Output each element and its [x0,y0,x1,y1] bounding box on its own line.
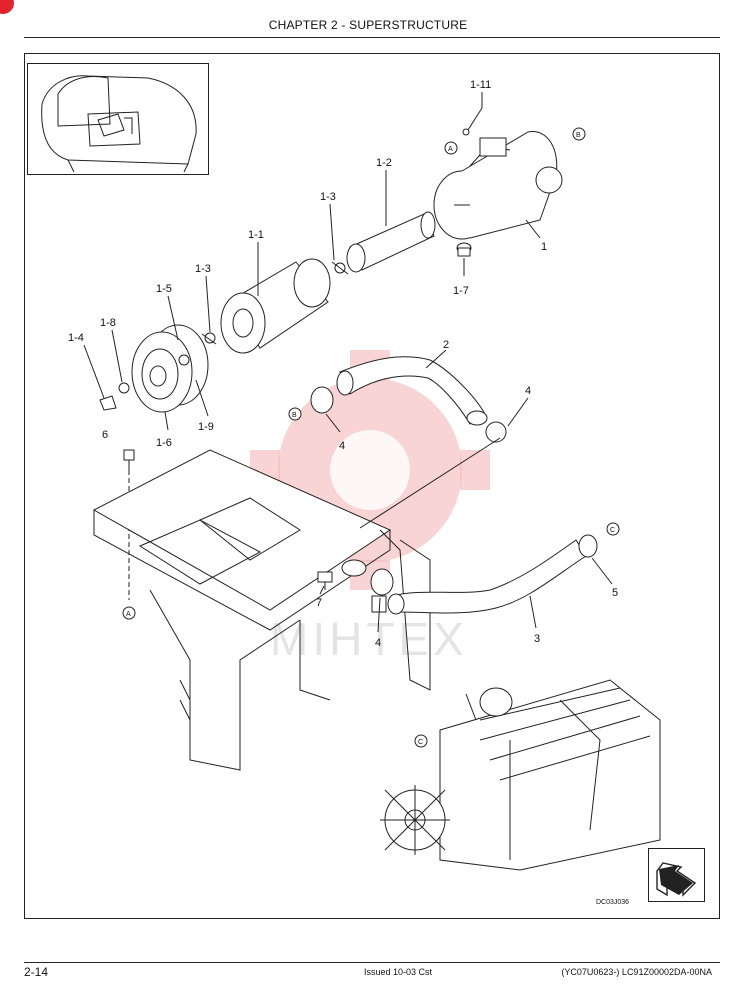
wing-nut-1-3a [331,261,349,275]
intake-tube-3 [387,539,587,615]
callout-1: 1 [541,241,547,253]
callout-4a: 4 [339,440,345,452]
callout-1-3b: 1-3 [195,263,211,275]
callout-7: 7 [316,597,322,609]
orientation-arrow-box [648,848,705,902]
callout-1-5: 1-5 [156,283,172,295]
callout-3: 3 [534,633,540,645]
page-number: 2-14 [24,965,49,979]
callout-1-3a: 1-3 [320,191,336,203]
callout-1-1: 1-1 [248,229,264,241]
nut-1-8 [118,382,130,394]
callout-1-6: 1-6 [156,437,172,449]
clamp-4a [310,386,334,414]
ref-a-bottom: A [126,611,131,618]
callout-1-4: 1-4 [68,332,84,344]
issued-date: Issued 10-03 Cst [364,967,433,977]
cover-1-6 [131,324,209,413]
callout-5: 5 [612,587,618,599]
valve-1-7 [456,242,472,257]
corner-mark [0,0,14,14]
air-cleaner-housing [433,131,563,240]
callout-1-11: 1-11 [470,79,491,91]
watermark-text: MIHTEX [270,613,468,665]
safety-element-1-2 [346,211,436,273]
ref-c-right: C [610,527,615,534]
ref-b-top: B [576,132,581,139]
figure-id: DC03J036 [596,899,629,906]
ref-b-left: B [292,412,297,419]
engine-assembly [380,679,661,871]
intake-hose-2 [336,356,488,426]
clamp-4b [485,421,507,443]
callout-1-8: 1-8 [100,317,116,329]
chapter-title: CHAPTER 2 - SUPERSTRUCTURE [268,18,468,32]
bolt-1-11 [462,107,483,136]
orientation-arrow-icon [656,862,697,897]
ref-a-top: A [448,146,453,153]
callout-labels: 1-11 1-2 1-3 1-1 1-3 1-5 1-8 1-4 1-6 1-9… [68,79,618,649]
fitting-7 [317,559,367,590]
callout-1-7: 1-7 [453,285,469,297]
callout-1-2: 1-2 [376,157,392,169]
wing-nut-1-3b [201,332,217,345]
header-rule [24,37,720,38]
location-inset [27,63,209,175]
clamp-4c [370,568,394,613]
callout-6: 6 [102,429,108,441]
reference-letters: A B B A C C [122,127,620,748]
callout-4b: 4 [525,385,531,397]
callout-2: 2 [443,339,449,351]
primary-element-1-1 [220,258,331,354]
figure-frame [24,53,720,919]
upper-frame [92,449,431,771]
machine-inset-drawing [41,75,197,173]
callout-4c: 4 [375,637,381,649]
wing-bolt-1-4 [99,395,117,411]
ref-c-left: C [418,739,423,746]
document-code: (YC07U0623-) LC91Z00002DA-00NA [561,967,712,977]
clamp-5 [578,534,598,558]
leader-lines [83,92,613,633]
callout-1-9: 1-9 [198,421,214,433]
footer-rule [24,962,720,963]
